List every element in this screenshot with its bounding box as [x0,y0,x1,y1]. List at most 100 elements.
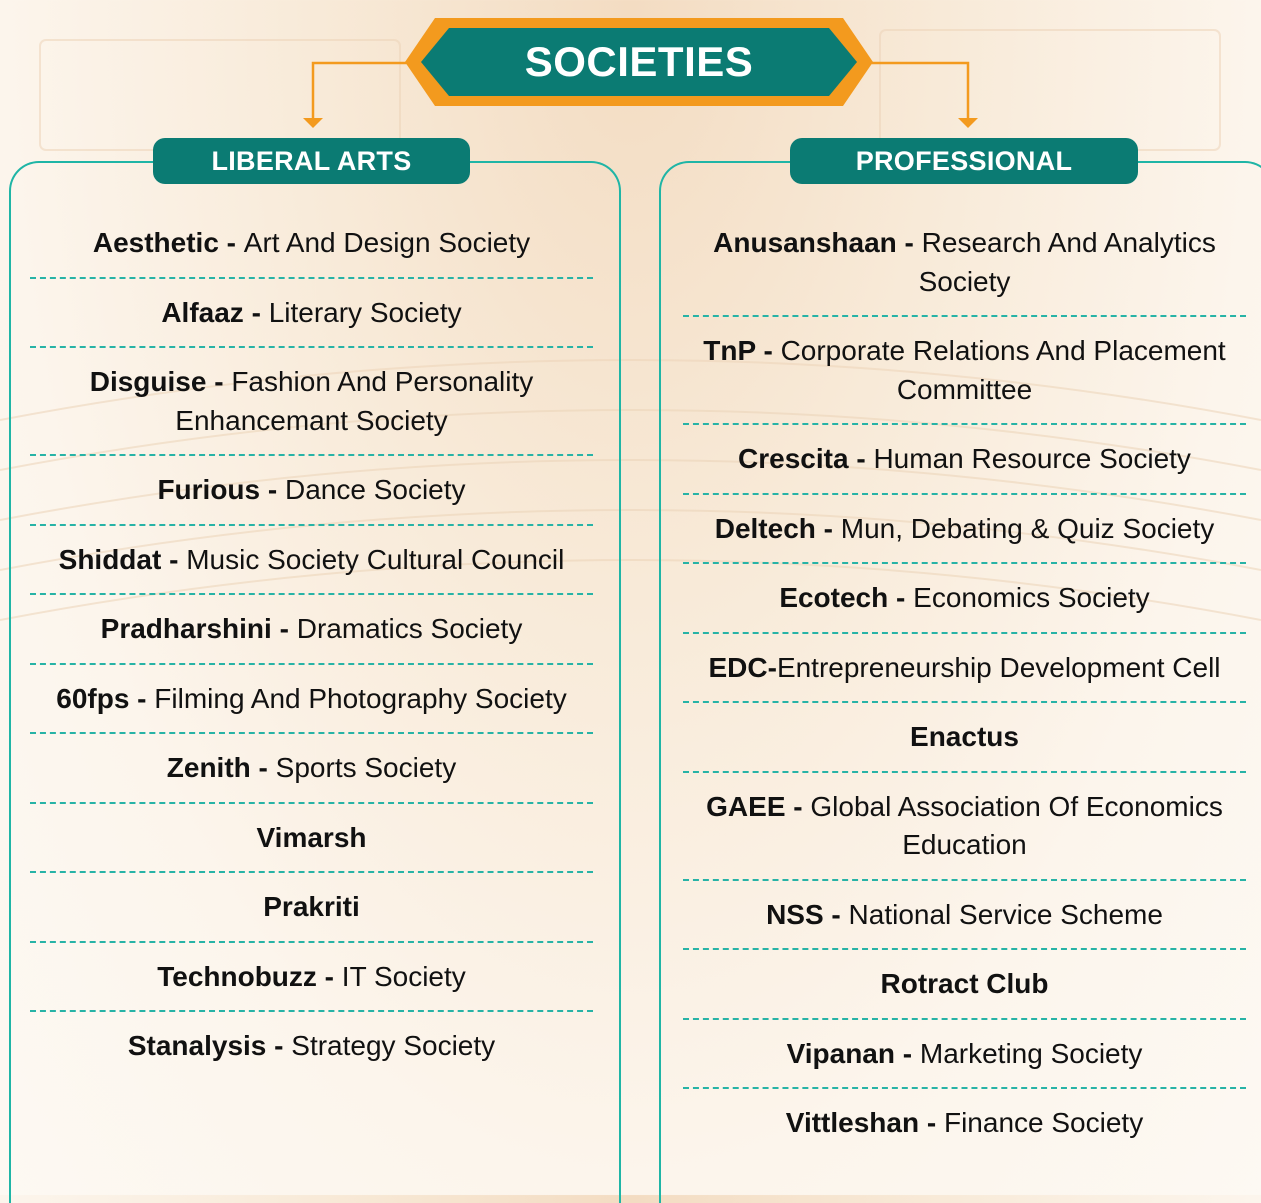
society-separator: - [919,1107,944,1138]
society-name: Furious [157,474,261,505]
society-description: Finance Society [943,1107,1144,1138]
society-description: Human Resource Society [873,443,1191,474]
dashed-divider [683,1017,1246,1020]
society-name: Crescita [738,443,849,474]
society-item: Zenith - Sports Society [30,734,593,802]
dashed-divider [30,732,593,734]
dashed-divider [683,701,1246,703]
society-name: Enactus [910,721,1019,752]
society-description: Entrepreneurship Development Cell [776,651,1221,683]
society-separator: - [848,443,874,474]
society-item: TnP - Corporate Relations And Placement … [683,317,1246,423]
society-item: Alfaaz - Literary Society [30,279,593,347]
society-description: Research And Analytics Society [918,227,1216,297]
society-separator: - [894,1037,920,1069]
society-description: Economics Society [913,582,1150,613]
society-item: Stanalysis - Strategy Society [30,1012,593,1080]
society-name: 60fps [56,682,130,714]
society-item: Crescita - Human Resource Society [683,425,1246,493]
society-item: Technobuzz - IT Society [30,943,593,1011]
society-item: Prakriti [30,873,593,941]
society-item: Rotract Club [683,950,1246,1018]
society-separator: - [823,898,849,930]
dashed-divider [683,562,1246,564]
society-description: Literary Society [268,296,462,328]
society-name: Disguise [89,366,207,397]
society-name: Prakriti [263,891,360,922]
society-separator: - [243,296,269,328]
dashed-divider [683,423,1246,425]
dashed-divider [30,593,593,595]
society-description: Music Society Cultural Council [186,543,565,575]
dashed-divider [30,346,593,348]
dashed-divider [30,1010,593,1012]
title-banner: SOCIETIES [405,18,873,106]
society-item: 60fps - Filming And Photography Society [30,665,593,733]
society-description: Corporate Relations And Placement Commit… [780,335,1226,405]
society-description: Marketing Society [919,1037,1143,1069]
page-title: SOCIETIES [524,38,754,85]
society-item: Deltech - Mun, Debating & Quiz Society [683,495,1246,563]
society-description: Strategy Society [291,1030,496,1061]
society-name: Stanalysis [127,1030,267,1061]
dashed-divider [683,770,1246,773]
society-item: Disguise - Fashion And Personality Enhan… [30,348,593,454]
society-name: GAEE [706,790,786,822]
society-item: GAEE - Global Association Of Economics E… [683,773,1246,879]
society-separator: - [316,960,342,992]
society-separator: - [218,227,244,258]
society-name: Ecotech [779,582,889,613]
dashed-divider [30,940,593,943]
society-description: Mun, Debating & Quiz Society [840,512,1215,544]
society-name: Vittleshan [785,1107,920,1138]
society-name: Pradharshini [100,613,272,644]
dashed-divider [683,315,1246,317]
society-description: Dramatics Society [296,613,523,644]
society-item: Enactus [683,703,1246,771]
society-name: EDC [708,651,768,683]
society-name: Rotract Club [880,968,1049,999]
society-separator: - [161,543,187,575]
society-separator: - [266,1030,292,1061]
society-item: EDC-Entrepreneurship Development Cell [683,634,1246,702]
society-item: Vipanan - Marketing Society [683,1020,1246,1088]
society-name: Shiddat [58,543,162,575]
dashed-divider [30,276,593,279]
society-separator: - [271,613,297,644]
dashed-divider [683,878,1246,881]
society-item: Ecotech - Economics Society [683,564,1246,632]
society-description: Fashion And Personality Enhancemant Soci… [175,366,534,436]
society-item: NSS - National Service Scheme [683,881,1246,949]
dashed-divider [30,454,593,456]
society-description: Filming And Photography Society [154,682,567,714]
society-separator: - [785,790,811,822]
society-description: Dance Society [285,474,466,505]
society-separator: - [250,752,276,783]
society-name: NSS [766,898,824,930]
society-separator: - [767,651,777,683]
society-separator: - [755,335,781,366]
society-separator: - [260,474,285,505]
society-item: Furious - Dance Society [30,456,593,524]
professional-heading: PROFESSIONAL [790,138,1138,184]
society-item: Anusanshaan - Research And Analytics Soc… [683,224,1246,315]
dashed-divider [683,631,1246,634]
dashed-divider [683,492,1246,495]
society-separator: - [815,512,841,544]
society-name: Anusanshaan [713,227,897,258]
society-name: Deltech [714,512,816,544]
society-name: Aesthetic [92,227,219,258]
dashed-divider [30,662,593,665]
society-description: IT Society [341,960,466,992]
society-item: Pradharshini - Dramatics Society [30,595,593,663]
professional-list: Anusanshaan - Research And Analytics Soc… [683,224,1246,1157]
society-separator: - [129,682,155,714]
society-name: Technobuzz [157,960,317,992]
society-description: National Service Scheme [848,898,1163,930]
society-item: Vimarsh [30,804,593,872]
society-separator: - [206,366,232,397]
society-description: Global Association Of Economics Educatio… [810,790,1223,861]
society-name: Vipanan [786,1037,895,1069]
society-description: Art And Design Society [243,227,531,258]
